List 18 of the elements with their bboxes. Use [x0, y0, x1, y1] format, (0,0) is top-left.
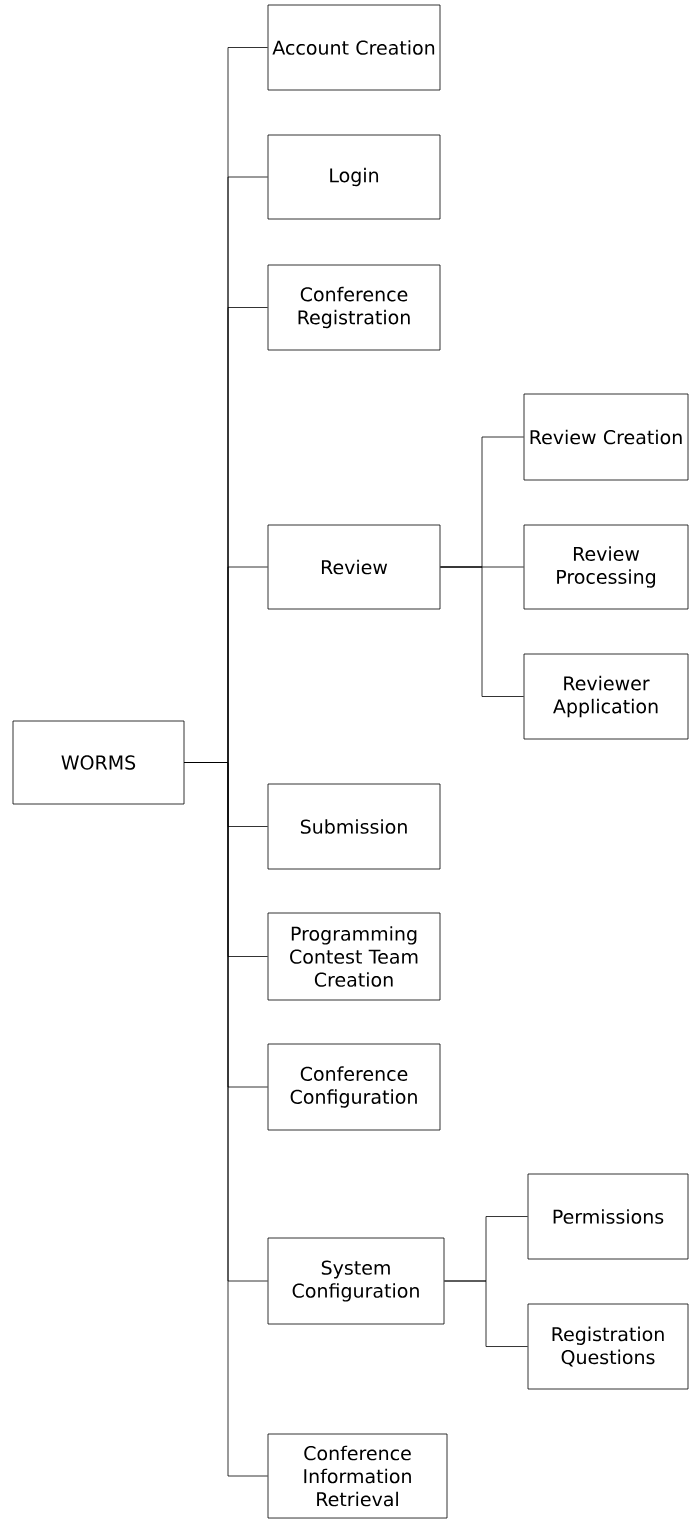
process-box: Review Creation	[523, 393, 689, 481]
process-box: Programming Contest Team Creation	[267, 912, 441, 1001]
process-box: WORMS	[12, 720, 185, 805]
connector-line	[444, 1280, 528, 1347]
process-box: Review Processing	[523, 524, 689, 610]
process-box: Reviewer Application	[523, 653, 689, 740]
process-box: Registration Questions	[527, 1303, 689, 1390]
process-box: Conference Information Retrieval	[267, 1433, 448, 1519]
connector-line	[440, 566, 524, 697]
process-box: Review	[267, 524, 441, 610]
process-box: Submission	[267, 783, 441, 870]
connector-line	[184, 762, 268, 1477]
process-box: Conference Registration	[267, 264, 441, 351]
process-box: Permissions	[527, 1173, 689, 1260]
process-box: Login	[267, 134, 441, 220]
process-box: System Configuration	[267, 1237, 445, 1325]
process-box: Conference Configuration	[267, 1043, 441, 1131]
process-box: Account Creation	[267, 4, 441, 91]
